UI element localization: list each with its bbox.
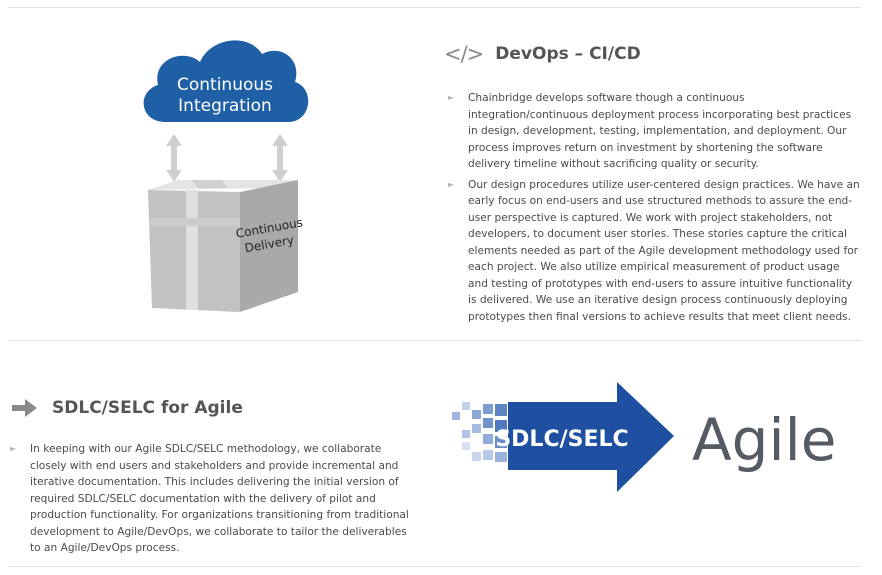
devops-title: DevOps – CI/CD — [495, 44, 641, 64]
left-sync-arrow — [166, 134, 182, 182]
pixel-trail — [452, 402, 507, 462]
list-item: ► Our design procedures utilize user-cent… — [448, 177, 860, 326]
sdlc-heading: SDLC/SELC for Agile — [12, 394, 243, 422]
sdlc-title: SDLC/SELC for Agile — [52, 398, 243, 418]
devops-paragraph-1: Chainbridge develops software though a c… — [468, 92, 852, 170]
cloud-label-line2: Integration — [178, 96, 272, 116]
delivery-box — [148, 180, 298, 312]
bullet-icon: ► — [10, 444, 17, 453]
bullet-icon: ► — [448, 93, 455, 102]
arrow-right-icon — [12, 399, 37, 417]
sdlc-agile-graphic: SDLC/SELC Agile — [452, 382, 836, 492]
devops-bullet-list: ► Chainbridge develops software though a … — [448, 90, 860, 329]
bottom-divider — [8, 566, 861, 567]
list-item: ► Chainbridge develops software though a … — [448, 90, 860, 173]
middle-divider — [8, 340, 861, 341]
agile-wordmark: Agile — [692, 406, 836, 474]
top-divider — [8, 7, 861, 8]
code-icon: </> — [444, 42, 484, 66]
list-item: ► In keeping with our Agile SDLC/SELC met… — [10, 441, 420, 557]
cloud-shape — [143, 40, 309, 122]
devops-paragraph-2: Our design procedures utilize user-cente… — [468, 178, 860, 323]
cloud-label-line1: Continuous — [177, 75, 273, 95]
arrow-label: SDLC/SELC — [495, 427, 628, 452]
ci-cd-illustration: Continuous Integration Continuous Delive… — [143, 40, 309, 312]
sdlc-paragraph-1: In keeping with our Agile SDLC/SELC meth… — [30, 443, 409, 554]
sdlc-bullet-list: ► In keeping with our Agile SDLC/SELC met… — [10, 441, 420, 561]
devops-heading: </> DevOps – CI/CD — [444, 40, 641, 68]
right-sync-arrow — [272, 134, 288, 182]
bullet-icon: ► — [448, 179, 455, 189]
